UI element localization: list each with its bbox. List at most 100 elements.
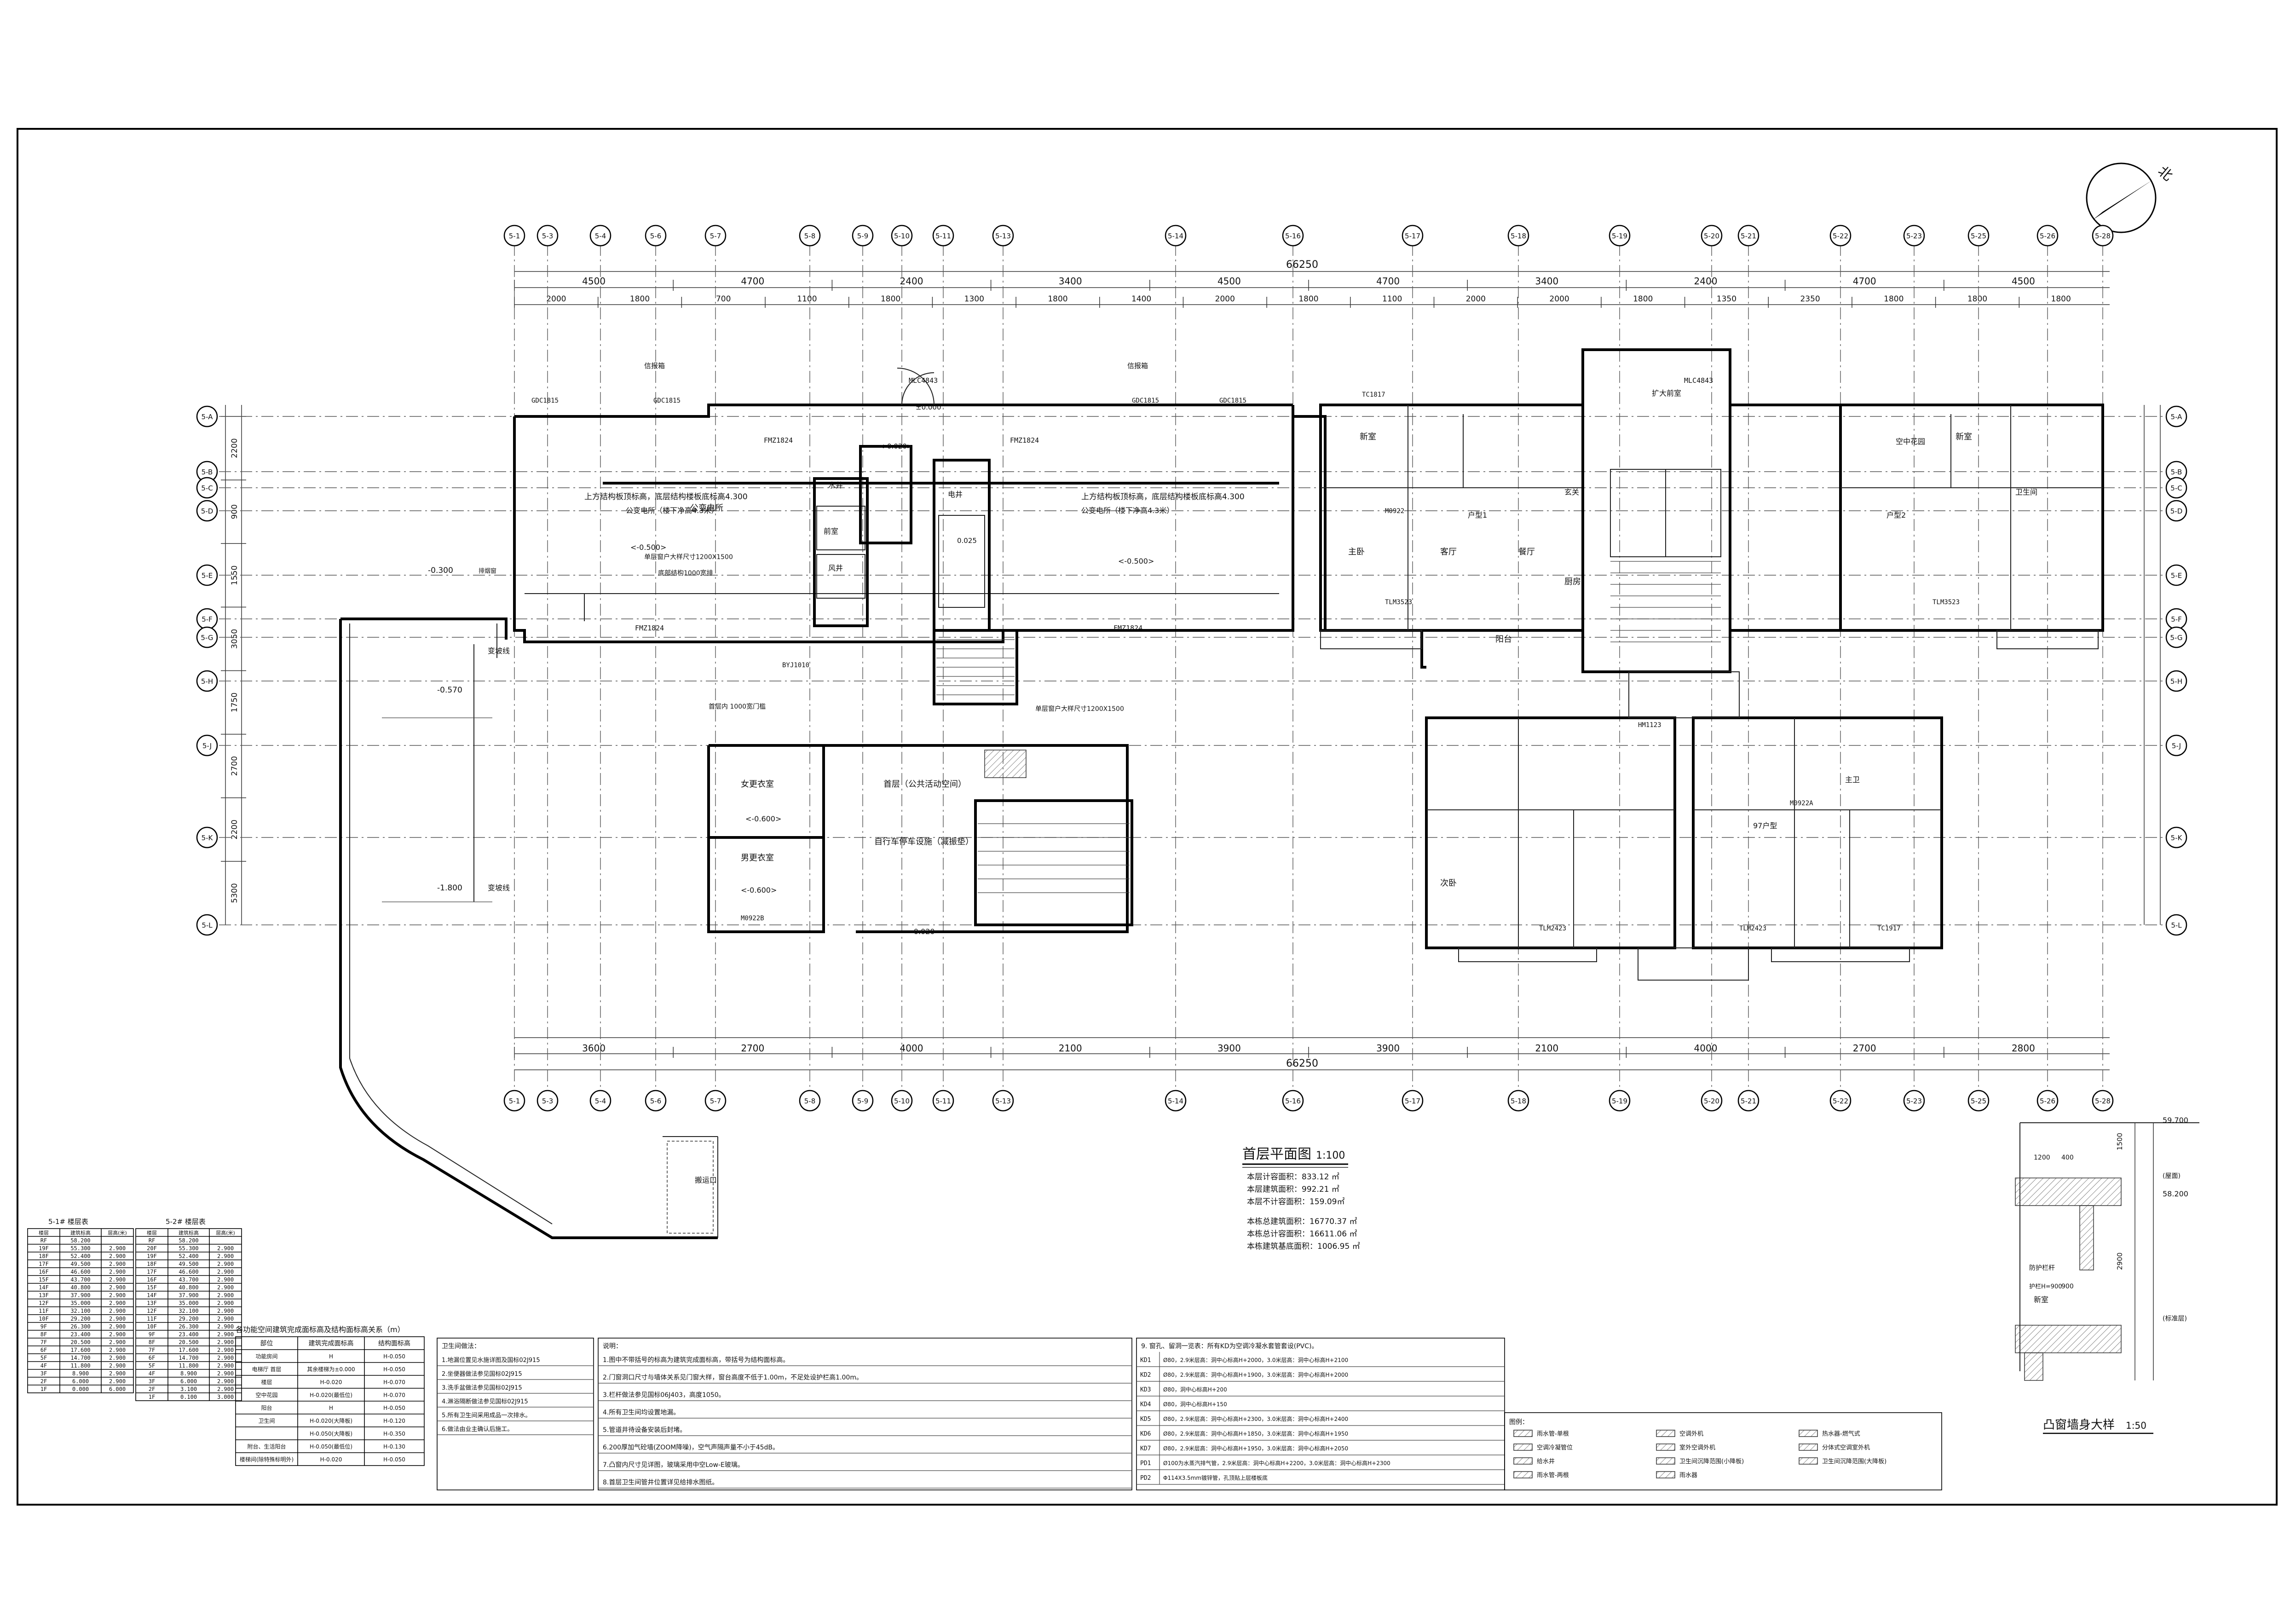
notes-caption: 9. 窗孔、留洞一览表：所有KD为空调冷凝水套管套设(PVC)。	[1141, 1342, 1318, 1350]
annotation: 信报箱	[1127, 362, 1148, 370]
grid-label: 5-B	[2171, 468, 2182, 476]
elevation: <-0.500>	[630, 543, 666, 552]
door-tag: TLM3523	[1933, 599, 1960, 606]
grid-axes	[198, 244, 2181, 1091]
table-cell: 11F	[39, 1308, 49, 1314]
annotation: 首层内 1000宽门槛	[709, 703, 766, 710]
grid-label: 5-J	[202, 742, 212, 750]
table-cell: 19F	[147, 1253, 157, 1259]
room-label: 客厅	[1440, 547, 1457, 557]
grid-bubble-top: 5-19	[1609, 225, 1631, 247]
grid-bubble-bottom: 5-13	[992, 1090, 1014, 1112]
detail-label: 护栏H=900	[2029, 1283, 2062, 1290]
grid-label: 5-17	[1405, 1097, 1420, 1105]
table-cell: 20.500	[70, 1339, 90, 1345]
table-cell: 37.900	[179, 1292, 198, 1299]
grid-bubble-right: 5-B	[2165, 461, 2187, 483]
grid-bubble-top: 5-1	[503, 225, 525, 247]
detail-elevation: 59.700	[2163, 1116, 2188, 1125]
grid-bubble-top: 5-6	[645, 225, 667, 247]
hole-code: KD3	[1140, 1386, 1151, 1393]
dimension-value: 4000	[1694, 1043, 1718, 1054]
table-cell: 10F	[39, 1316, 49, 1322]
grid-label: 5-18	[1511, 232, 1526, 240]
legend-item: 给水井	[1537, 1458, 1555, 1465]
hole-code: KD5	[1140, 1416, 1151, 1423]
door-tag: HM1123	[1638, 722, 1661, 729]
table-cell: 2.900	[109, 1253, 126, 1259]
grid-bubble-left: 5-K	[196, 826, 218, 849]
table-cell: 37.900	[70, 1292, 90, 1299]
table-header: 结构面标高	[378, 1339, 410, 1347]
grid-label: 5-10	[894, 1097, 910, 1105]
table-cell: 14.700	[179, 1355, 198, 1361]
legend-caption: 图例：	[1509, 1419, 1529, 1426]
grid-bubble-right: 5-K	[2165, 826, 2187, 849]
dimension-value: 4700	[1376, 276, 1400, 287]
grid-label: 5-26	[2040, 232, 2055, 240]
table-cell: 2.900	[109, 1300, 126, 1306]
table-cell: 35.000	[70, 1300, 90, 1306]
grid-label: 5-6	[650, 1097, 662, 1105]
table-cell: 6.000	[180, 1378, 197, 1385]
dimension-value: 4500	[1217, 276, 1241, 287]
grid-label: 5-8	[804, 232, 816, 240]
dimension-value: 1800	[1884, 294, 1904, 304]
grid-label: 5-E	[2171, 571, 2182, 580]
total-line: 本栋总建筑面积：16770.37 ㎡	[1247, 1217, 1357, 1226]
dimension-value: 1800	[1967, 294, 1987, 304]
room-label: 新室	[1360, 432, 1376, 442]
door-tag: M0922B	[741, 915, 764, 922]
room-label: 首层（公共活动空间）	[883, 779, 966, 789]
table-cell: H-0.120	[383, 1418, 405, 1424]
room-labels: 新室 主卧 客厅 餐厅 阳台 卫生间 厨房 玄关 主卫 次卧 新室 空中花园 公…	[690, 389, 2037, 888]
grid-bubble-right: 5-D	[2165, 500, 2187, 522]
table-cell: 49.500	[179, 1261, 198, 1267]
legend-item: 雨水管-两根	[1537, 1472, 1569, 1479]
grid-label: 5-17	[1405, 232, 1420, 240]
annotation: 单层窗户大样尺寸1200X1500	[644, 553, 733, 561]
table-cell: 2.900	[109, 1316, 126, 1322]
table-cell: 6F	[40, 1347, 47, 1353]
grid-label: 5-16	[1285, 1097, 1301, 1105]
ramp-terrace	[339, 594, 718, 1239]
legend-item: 空调外机	[1679, 1431, 1703, 1437]
grid-bubble-right: 5-L	[2165, 914, 2187, 936]
grid-bubble-bottom: 5-25	[1967, 1090, 1990, 1112]
table-cell: 2.900	[217, 1339, 234, 1345]
dimension-value: 1800	[1298, 294, 1318, 304]
hole-desc: Ø80，洞中心标高H+150	[1163, 1401, 1227, 1408]
elevation-relation-table: 各功能空间建筑完成面标高及结构面标高关系（m） 部位建筑完成面标高结构面标高功能…	[235, 1325, 425, 1466]
grid-label: 5-23	[1906, 1097, 1922, 1105]
table-cell: 2.900	[217, 1378, 234, 1385]
dimension-value: 2200	[230, 438, 239, 458]
grid-label: 5-26	[2040, 1097, 2055, 1105]
table-cell: 2.900	[217, 1261, 234, 1267]
room-label: 玄关	[1564, 488, 1579, 496]
table-cell: 20F	[147, 1245, 157, 1252]
dimension-value: 1100	[797, 294, 817, 304]
table-header: 楼层	[39, 1229, 49, 1236]
grid-label: 5-E	[202, 571, 213, 580]
table-cell: 2F	[149, 1386, 155, 1392]
annotation: 公变电所（楼下净高4.3米）	[1081, 506, 1174, 515]
room-label: 主卫	[1845, 775, 1860, 784]
annotation: 信报箱	[644, 362, 665, 370]
annotation: 搬运口	[695, 1176, 717, 1184]
table-header: 部位	[260, 1340, 273, 1347]
door-tag: GDC1815	[1132, 397, 1159, 404]
annotations: 上方结构板顶标高，底层结构楼板底标高4.300 上方结构板顶标高，底层结构楼板底…	[479, 362, 1245, 1184]
table-cell: 35.000	[179, 1300, 198, 1306]
grid-bubble-bottom: 5-6	[645, 1090, 667, 1112]
door-tag: MLC4843	[909, 376, 938, 385]
table-cell: 6F	[149, 1355, 155, 1361]
hole-code: PD2	[1140, 1475, 1151, 1482]
table-cell: 17.600	[179, 1347, 198, 1353]
dimension-value: 2000	[1215, 294, 1235, 304]
grid-label: 5-21	[1741, 1097, 1756, 1105]
table-cell: 2.900	[217, 1370, 234, 1377]
grid-bubble-top: 5-9	[852, 225, 874, 247]
table-cell: 附台、生活阳台	[247, 1443, 286, 1450]
legend-item: 雨水器	[1679, 1472, 1697, 1479]
